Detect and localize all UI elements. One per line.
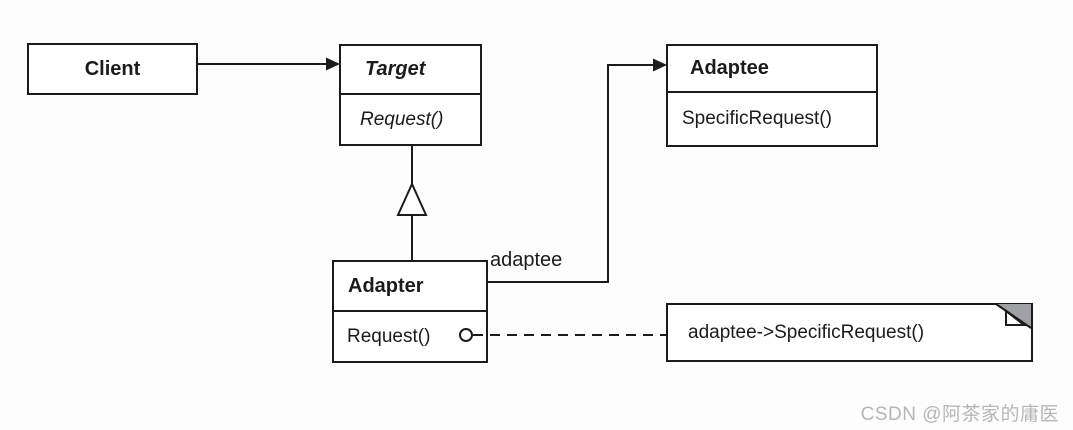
note-box: adaptee->SpecificRequest() [666,303,1033,362]
method-target-request: Request() [360,108,444,130]
class-name-client: Client [84,57,141,80]
class-box-adapter: Adapter Request() [332,260,488,363]
generalization-triangle-icon [396,181,428,216]
class-name-adapter: Adapter [334,262,486,312]
class-box-client: Client [27,43,198,95]
arrowhead-icon [326,57,340,71]
csdn-watermark: CSDN @阿茶家的庸医 [860,404,1059,425]
note-text: adaptee->SpecificRequest() [688,321,925,343]
class-box-adaptee: Adaptee SpecificRequest() [666,44,878,147]
class-box-target: Target Request() [339,44,482,146]
association-label-adaptee: adaptee [490,249,563,271]
arrowhead-icon [653,58,667,72]
method-adapter-request: Request() [347,325,431,347]
class-name-adaptee: Adaptee [668,46,876,93]
method-adaptee-specificrequest: SpecificRequest() [682,108,832,129]
class-name-target: Target [341,46,480,95]
